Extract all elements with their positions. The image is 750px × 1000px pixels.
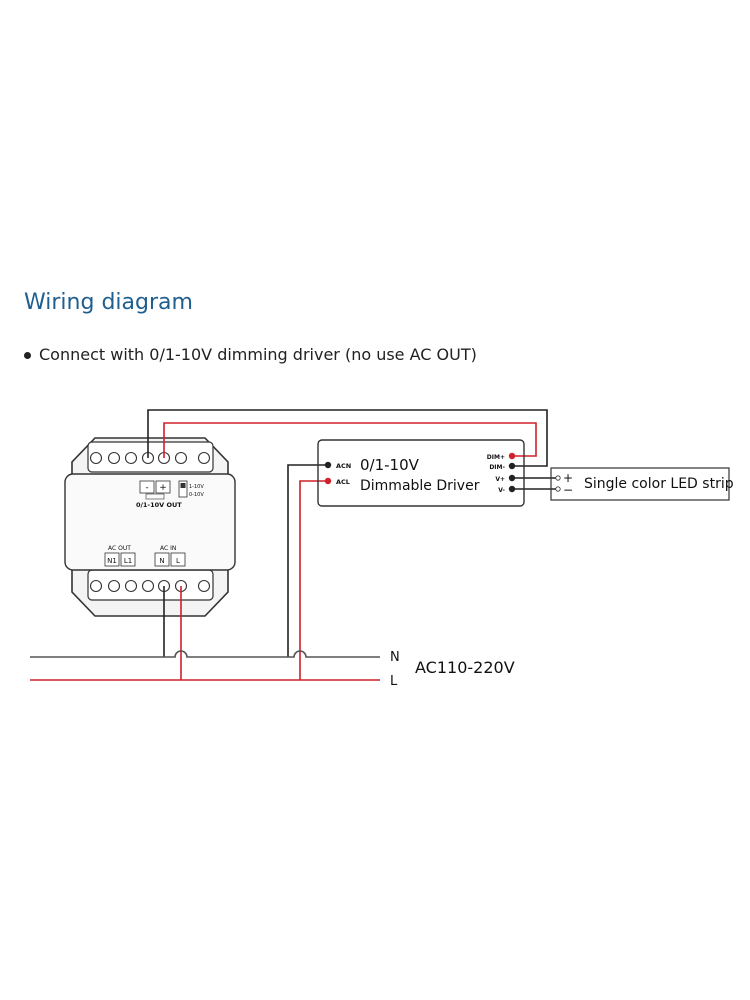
out-bracket bbox=[145, 493, 165, 500]
out-label: 0/1-10V OUT bbox=[136, 501, 182, 509]
led-strip-minus-label: − bbox=[563, 483, 573, 497]
wire-dim-minus bbox=[147, 409, 548, 467]
dimmable-driver: ACN ACL 0/1-10V Dimmable Driver DIM+ DIM… bbox=[317, 439, 525, 507]
ac-in-n-terminal bbox=[154, 552, 170, 567]
out-terminal-plus bbox=[155, 480, 171, 494]
screw-bottom-3 bbox=[124, 579, 138, 593]
screw-bottom-1 bbox=[89, 579, 103, 593]
page-title: Wiring diagram bbox=[24, 290, 193, 315]
screw-top-7 bbox=[197, 451, 211, 465]
driver-v-plus-label: V+ bbox=[495, 476, 505, 483]
junction-v-minus bbox=[508, 485, 516, 493]
junction-acn bbox=[324, 461, 332, 469]
screw-top-6 bbox=[174, 451, 188, 465]
led-strip: + − Single color LED strip bbox=[550, 467, 734, 501]
mains-n-label: N bbox=[390, 650, 400, 665]
ac-in-l-label: L bbox=[176, 557, 180, 565]
ac-out-l-label: L1 bbox=[124, 557, 132, 565]
screw-bottom-7 bbox=[197, 579, 211, 593]
junction-dim-minus bbox=[508, 462, 516, 470]
led-strip-plus-label: + bbox=[563, 471, 573, 485]
driver-title-line1: 0/1-10V bbox=[360, 456, 420, 474]
mains-voltage-label: AC110-220V bbox=[415, 658, 515, 677]
led-strip-label: Single color LED strip bbox=[584, 476, 734, 492]
ac-in-label: AC IN bbox=[160, 545, 176, 552]
switch-2-label: 0-10V bbox=[189, 492, 204, 498]
dip-switch bbox=[178, 480, 188, 498]
screw-top-2 bbox=[107, 451, 121, 465]
mains-l-label: L bbox=[390, 674, 398, 689]
driver-dim-plus-label: DIM+ bbox=[487, 454, 505, 461]
driver-acl-label: ACL bbox=[336, 478, 350, 486]
out-minus-label: - bbox=[145, 483, 148, 493]
led-strip-box bbox=[550, 467, 730, 501]
led-strip-minus-terminal bbox=[555, 486, 561, 492]
screw-bottom-4 bbox=[141, 579, 155, 593]
ac-out-n-label: N1 bbox=[107, 557, 117, 565]
mains-n-line bbox=[30, 650, 380, 658]
driver-dim-minus-label: DIM- bbox=[489, 464, 505, 471]
wire-acl bbox=[299, 480, 328, 680]
bullet-icon bbox=[24, 352, 31, 359]
driver-acn-label: ACN bbox=[336, 462, 351, 470]
instruction-line: Connect with 0/1-10V dimming driver (no … bbox=[24, 345, 477, 364]
screw-bottom-2 bbox=[107, 579, 121, 593]
wire-acn bbox=[287, 464, 328, 657]
dip-switch-knob bbox=[180, 483, 186, 488]
led-strip-plus-terminal bbox=[555, 475, 561, 481]
junction-dots bbox=[324, 452, 516, 493]
controller-module: - + 1-10V 0-10V 0/1-10V OUT AC OUT N1 L1… bbox=[64, 437, 236, 617]
junction-v-plus bbox=[508, 474, 516, 482]
ac-out-label: AC OUT bbox=[108, 545, 131, 552]
driver-title-line2: Dimmable Driver bbox=[360, 478, 480, 494]
screw-top-1 bbox=[89, 451, 103, 465]
out-plus-label: + bbox=[159, 483, 167, 493]
junction-dim-plus bbox=[508, 452, 516, 460]
driver-box bbox=[317, 439, 525, 507]
ac-in-n-label: N bbox=[159, 557, 164, 565]
switch-1-label: 1-10V bbox=[189, 484, 204, 490]
bottom-screws bbox=[89, 579, 211, 593]
ac-out-n-terminal bbox=[104, 552, 120, 567]
driver-v-minus-label: V- bbox=[498, 487, 505, 494]
ac-out-l-terminal bbox=[120, 552, 136, 567]
controller-panel bbox=[64, 473, 236, 571]
out-terminal-minus bbox=[139, 480, 155, 494]
wire-dim-plus bbox=[163, 422, 537, 458]
ac-in-l-terminal bbox=[170, 552, 186, 567]
instruction-text: Connect with 0/1-10V dimming driver (no … bbox=[39, 345, 477, 364]
screw-top-3 bbox=[124, 451, 138, 465]
junction-acl bbox=[324, 477, 332, 485]
